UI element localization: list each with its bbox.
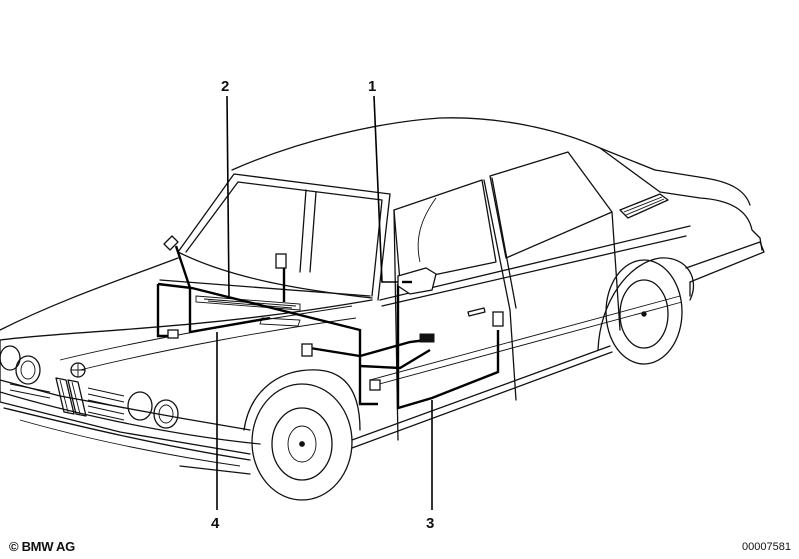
car-body-outline xyxy=(0,117,765,501)
callout-leaders xyxy=(216,95,433,510)
copyright-label: © BMW AG xyxy=(9,539,75,554)
leader-2 xyxy=(226,95,230,297)
leader-1 xyxy=(373,95,398,283)
image-number: 00007581 xyxy=(742,541,791,553)
callout-4: 4 xyxy=(211,515,220,532)
callout-3: 3 xyxy=(426,515,435,532)
wiring-harness xyxy=(156,235,504,410)
callout-2: 2 xyxy=(221,78,230,95)
callout-1: 1 xyxy=(368,78,377,95)
